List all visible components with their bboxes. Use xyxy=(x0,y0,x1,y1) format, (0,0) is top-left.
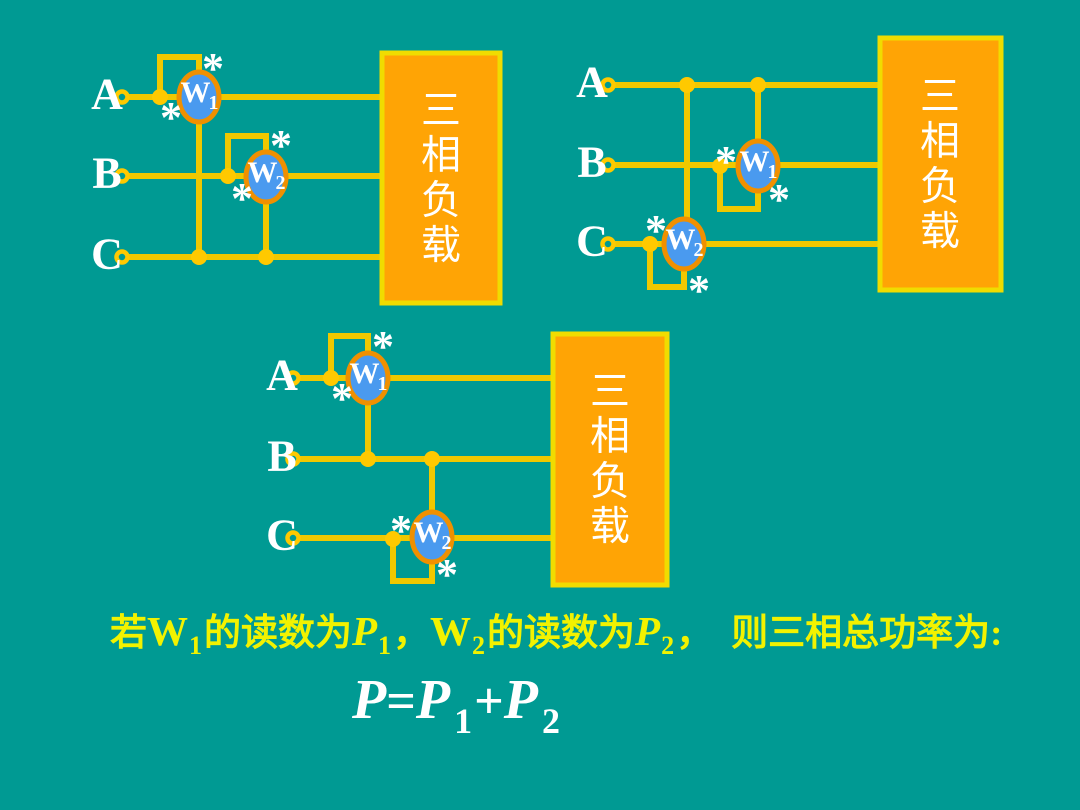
wattmeter-w1-label: W1 xyxy=(180,76,219,115)
terminal-b xyxy=(600,157,616,173)
wattmeter-w2-body xyxy=(409,509,455,565)
junction-dot xyxy=(750,77,766,93)
polarity-mark: * xyxy=(372,322,394,372)
caption-text: 若W1的读数为P1，W2的读数为P2，则三相总功率为: xyxy=(110,608,1003,660)
load-box xyxy=(550,331,670,588)
w1-voltage-loop xyxy=(328,333,371,378)
junction-dot xyxy=(323,370,339,386)
diagram-top-right xyxy=(600,35,1004,293)
load-box-label: 三 相 负 载 xyxy=(920,73,960,254)
w2-voltage-loop xyxy=(647,244,687,290)
junction-dot xyxy=(258,249,274,265)
load-box-label: 三 相 负 载 xyxy=(590,368,630,549)
junction-dot xyxy=(220,168,236,184)
phase-label-b: B xyxy=(92,148,122,198)
w2-voltage-loop xyxy=(225,133,269,176)
polarity-mark: * xyxy=(202,44,224,94)
phase-label-a: A xyxy=(91,69,123,119)
polarity-mark: * xyxy=(768,175,790,225)
junction-dot xyxy=(424,451,440,467)
diagram-bottom-center xyxy=(285,331,670,588)
wattmeter-w2-label: W2 xyxy=(413,516,452,555)
phase-label-a: A xyxy=(576,57,608,107)
terminal-a xyxy=(600,77,616,93)
load-box-label: 三 相 负 载 xyxy=(421,87,461,268)
polarity-mark: * xyxy=(390,506,412,556)
wattmeter-w1-body xyxy=(735,138,781,194)
polarity-mark: * xyxy=(645,206,667,256)
w2-voltage-loop xyxy=(390,538,435,584)
w1-voltage-loop xyxy=(157,54,202,97)
wattmeter-w2-label: W2 xyxy=(247,156,286,195)
diagram-top-left xyxy=(114,50,503,306)
wattmeter-w1-body xyxy=(176,69,222,125)
polarity-mark: * xyxy=(436,550,458,600)
junction-dot xyxy=(360,451,376,467)
wattmeter-w2-body xyxy=(243,149,289,205)
terminal-b xyxy=(114,168,130,184)
junction-dot xyxy=(712,158,728,174)
wattmeter-w2-body xyxy=(661,216,707,272)
wattmeter-w1-body xyxy=(345,350,391,406)
junction-dot xyxy=(191,249,207,265)
terminal-b xyxy=(285,451,301,467)
phase-label-c: C xyxy=(576,216,608,266)
terminal-c xyxy=(114,249,130,265)
wattmeter-w2-label: W2 xyxy=(665,223,704,262)
terminal-c xyxy=(285,530,301,546)
wattmeter-w1-label: W1 xyxy=(739,145,778,184)
terminal-c xyxy=(600,236,616,252)
load-box xyxy=(877,35,1004,293)
phase-label-c: C xyxy=(91,229,123,279)
load-box xyxy=(379,50,503,306)
phase-label-a: A xyxy=(266,350,298,400)
wattmeter-w1-label: W1 xyxy=(349,357,388,396)
junction-dot xyxy=(152,89,168,105)
junction-dot xyxy=(385,531,401,547)
polarity-mark: * xyxy=(270,121,292,171)
polarity-mark: * xyxy=(715,137,737,187)
phase-label-b: B xyxy=(267,431,297,481)
w1-voltage-loop xyxy=(717,165,761,212)
polarity-mark: * xyxy=(688,266,710,316)
polarity-mark: * xyxy=(160,93,182,143)
terminal-a xyxy=(285,370,301,386)
phase-label-b: B xyxy=(577,137,607,187)
terminal-a xyxy=(114,89,130,105)
polarity-mark: * xyxy=(331,374,353,424)
phase-label-c: C xyxy=(266,510,298,560)
polarity-mark: * xyxy=(231,174,253,224)
junction-dot xyxy=(679,77,695,93)
junction-dot xyxy=(642,236,658,252)
